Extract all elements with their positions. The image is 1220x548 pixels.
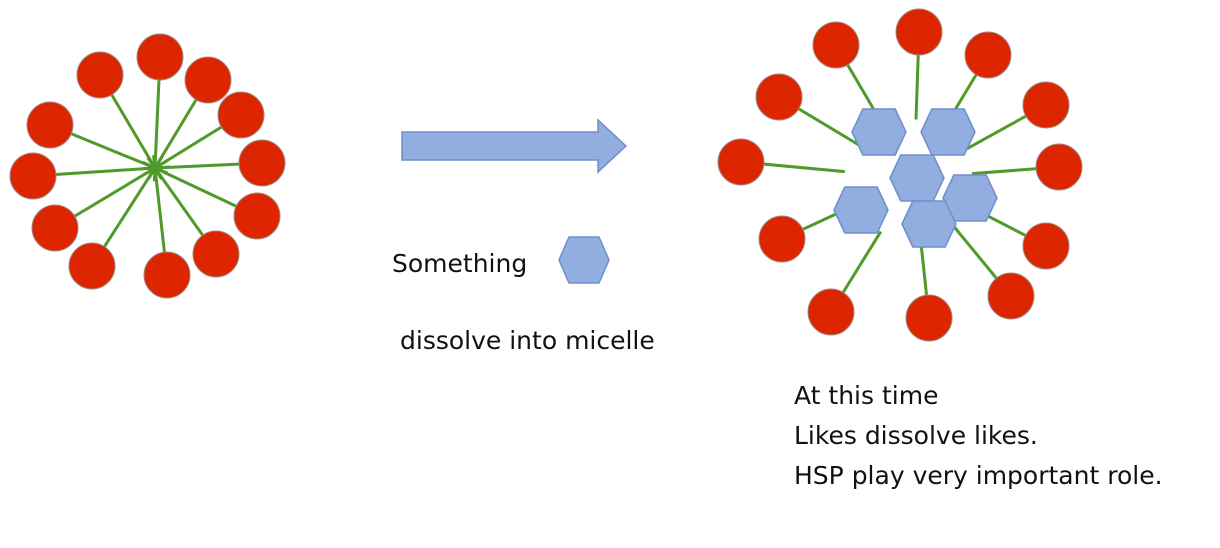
note-line-1: At this time	[794, 381, 939, 410]
solute-hexagon	[920, 108, 976, 156]
head-circle	[26, 101, 74, 149]
solute-core	[833, 108, 998, 248]
head-circle	[758, 215, 806, 263]
solute-hexagon-icon	[558, 236, 610, 284]
heads	[717, 8, 1083, 342]
head-circle	[9, 152, 57, 200]
head-circle	[987, 272, 1035, 320]
head-circle	[31, 204, 79, 252]
head-circle	[217, 91, 265, 139]
head-circle	[184, 56, 232, 104]
head-circle	[76, 51, 124, 99]
process-arrow-icon	[401, 118, 628, 174]
head-circle	[905, 294, 953, 342]
head-circle	[233, 192, 281, 240]
head-circle	[717, 138, 765, 186]
solute-hexagon	[833, 186, 889, 234]
head-circle	[964, 31, 1012, 79]
head-circle	[1022, 81, 1070, 129]
head-circle	[238, 139, 286, 187]
solute-label: Something	[392, 249, 528, 278]
head-circle	[895, 8, 943, 56]
note-line-2: Likes dissolve likes.	[794, 421, 1038, 450]
note-line-3: HSP play very important role.	[794, 461, 1163, 490]
head-circle	[807, 288, 855, 336]
heads	[9, 33, 286, 299]
head-circle	[1035, 143, 1083, 191]
head-circle	[143, 251, 191, 299]
head-circle	[812, 21, 860, 69]
solute-hexagon	[901, 200, 957, 248]
solute-hexagon	[851, 108, 907, 156]
solute-hexagon	[889, 154, 945, 202]
head-circle	[1022, 222, 1070, 270]
head-circle	[68, 242, 116, 290]
head-circle	[136, 33, 184, 81]
empty-micelle	[9, 33, 286, 299]
head-circle	[192, 230, 240, 278]
dissolve-caption: dissolve into micelle	[400, 326, 655, 355]
loaded-micelle	[717, 8, 1083, 342]
head-circle	[755, 73, 803, 121]
